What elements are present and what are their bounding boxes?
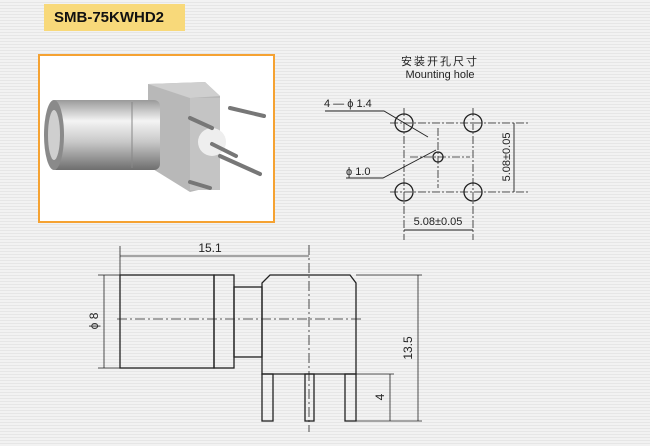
side-view-outline	[119, 274, 357, 422]
height-dimension: 13.5	[401, 336, 415, 360]
diameter-dimension: ϕ 8	[87, 312, 101, 329]
mounting-title-en: Mounting hole	[405, 69, 474, 81]
mounting-holes	[394, 113, 483, 202]
length-dimension: 15.1	[198, 241, 222, 255]
center-hole-label: ϕ 1.0	[346, 166, 371, 178]
mounting-title-cn: 安装开孔尺寸	[401, 54, 479, 68]
pin-length-dimension: 4	[373, 393, 387, 400]
hole-diameter-label: 4 — ϕ 1.4	[324, 98, 372, 110]
product-photo	[38, 54, 275, 223]
part-number-title: SMB-75KWHD2	[44, 4, 185, 31]
horizontal-pitch-label: 5.08±0.05	[414, 216, 463, 228]
connector-render	[44, 82, 266, 192]
vertical-pitch-label: 5.08±0.05	[501, 133, 513, 182]
